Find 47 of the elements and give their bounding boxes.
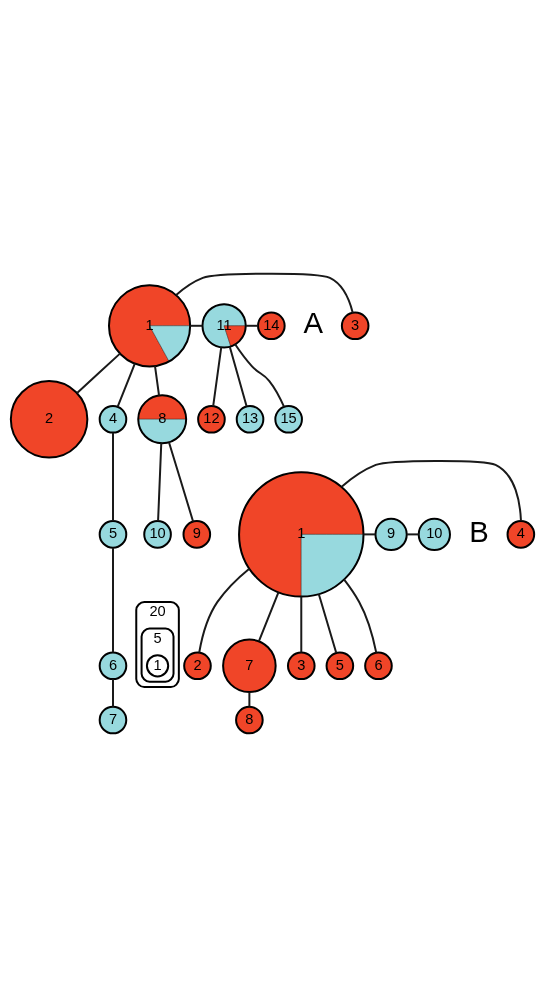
connector — [257, 591, 280, 643]
node-circle: 3 — [286, 651, 316, 681]
node-circle: 6 — [364, 651, 393, 681]
label: A — [303, 307, 324, 340]
connector — [300, 595, 303, 654]
connector — [340, 459, 522, 522]
connector — [112, 546, 114, 654]
label: B — [469, 515, 489, 548]
connector — [228, 345, 248, 408]
node-circle: 13 — [235, 404, 265, 434]
connector — [362, 533, 377, 536]
node-circle: 3 — [340, 311, 370, 341]
connector — [112, 431, 114, 522]
connector — [157, 442, 163, 523]
node-circle: 9 — [374, 517, 408, 552]
node-circle: 7 — [98, 705, 128, 735]
connector — [175, 272, 354, 314]
connector — [168, 441, 195, 523]
connector — [76, 352, 121, 394]
node-circle: 5 — [98, 520, 128, 549]
node-circle: 15 — [274, 404, 303, 434]
node-circle: 6 — [98, 651, 128, 681]
node-circle: 7 — [222, 638, 277, 694]
node-circle: 2 — [183, 651, 212, 681]
node-circle: 8 — [235, 705, 264, 735]
node-circle: 10 — [143, 520, 172, 549]
connector — [116, 362, 136, 408]
connector — [343, 578, 378, 654]
connector — [248, 691, 251, 708]
connector — [212, 346, 223, 407]
node-circle: 9 — [182, 520, 212, 549]
connector — [154, 365, 161, 397]
node-circle: 4 — [506, 520, 536, 549]
connector — [198, 567, 251, 654]
node-circle: 1 — [145, 654, 170, 678]
connector — [317, 593, 338, 654]
connector — [405, 533, 420, 536]
connector — [112, 678, 114, 708]
node-circle: 12 — [197, 404, 226, 434]
node-circle: 2 — [9, 380, 89, 459]
node-circle: 5 — [325, 651, 355, 681]
node-circle: 14 — [257, 311, 286, 341]
connector — [189, 324, 204, 327]
connector — [234, 343, 285, 408]
connector — [244, 324, 259, 327]
node-circle: 10 — [417, 517, 451, 552]
node-circle: 4 — [98, 404, 128, 434]
